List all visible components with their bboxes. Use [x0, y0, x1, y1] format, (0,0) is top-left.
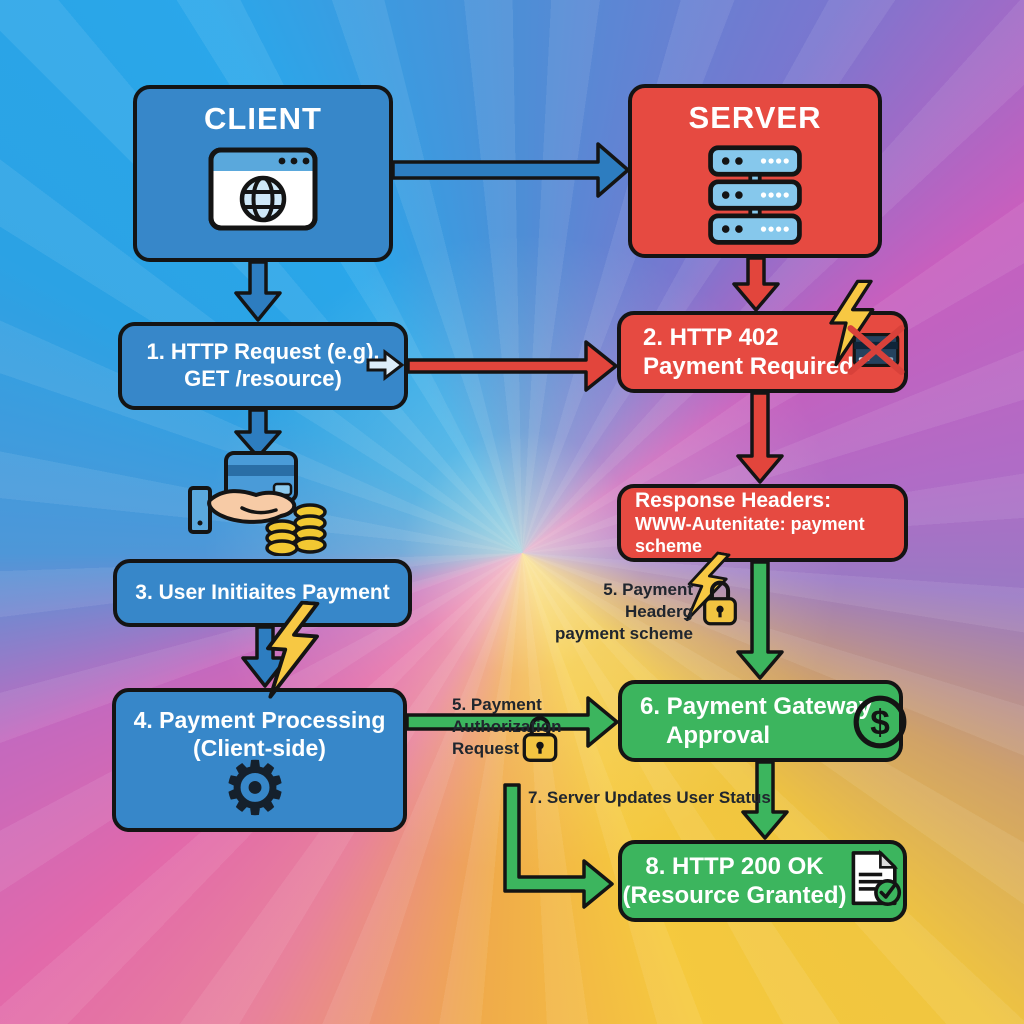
server-title: SERVER: [688, 100, 822, 135]
arrow-headers-to-step6: [736, 560, 784, 680]
client-title: CLIENT: [204, 101, 322, 136]
svg-text:$: $: [870, 703, 890, 742]
step1-line1: 1. HTTP Request (e.g),: [146, 339, 380, 365]
right-outline-arrow-icon: [366, 349, 405, 381]
step7-label: 7. Server Updates User Status: [528, 788, 771, 807]
arrow-step6-to-step8: [741, 760, 789, 840]
padlock-icon: [701, 577, 739, 627]
arrow-step4-to-step6: [405, 696, 619, 748]
arrow-step1-to-payment-icon: [234, 408, 282, 459]
dollar-circle-icon: $: [853, 695, 907, 749]
step1-box: 1. HTTP Request (e.g), GET /resource): [118, 322, 408, 410]
lightning-bolt-icon: [257, 598, 326, 702]
server-box: SERVER: [628, 84, 882, 258]
arrow-client-to-server: [391, 142, 630, 198]
step4-box: 4. Payment Processing (Client-side): [112, 688, 407, 832]
step3-label: 3. User Initiaites Payment: [135, 581, 390, 605]
step8-line1: 8. HTTP 200 OK: [645, 852, 824, 880]
step6-line1: 6. Payment Gateway: [640, 692, 873, 720]
hand-credit-card-coins-icon: [188, 451, 327, 556]
step2-line1: 2. HTTP 402: [643, 323, 779, 351]
step5-client-label: 5. Payment Authorization Request: [452, 695, 562, 758]
blocked-credit-card-icon: [847, 325, 905, 375]
arrow-client-to-step1: [234, 260, 282, 322]
server-stack-icon: [708, 145, 802, 245]
browser-icon: [208, 147, 318, 231]
arrow-step1-to-step2: [406, 340, 618, 392]
response-headers-line2: WWW-Autenitate: payment scheme: [635, 513, 865, 556]
gear-icon: ⚙: [222, 748, 289, 830]
response-headers-line1: Response Headers:: [635, 489, 832, 513]
step6-line2: Approval: [666, 722, 771, 749]
step3-box: 3. User Initiaites Payment: [113, 559, 412, 627]
step8-line2: (Resource Granted): [622, 882, 847, 909]
step5-server-label: 5. Payment Headerg payment scheme: [555, 580, 693, 643]
step1-line2: GET /resource): [184, 366, 342, 391]
step4-line2: (Client-side): [193, 735, 326, 762]
arrow-step2-to-headers: [736, 391, 784, 484]
arrow-elbow-to-step8: [503, 783, 614, 909]
step2-line2: Payment Required: [643, 353, 854, 380]
arrow-step3-to-step4: [241, 625, 289, 688]
step4-line1: 4. Payment Processing: [133, 707, 386, 733]
arrow-server-to-step2: [732, 256, 780, 312]
response-headers-box: Response Headers: WWW-Autenitate: paymen…: [617, 484, 908, 562]
client-box: CLIENT: [133, 85, 393, 262]
document-check-icon: [851, 849, 902, 906]
